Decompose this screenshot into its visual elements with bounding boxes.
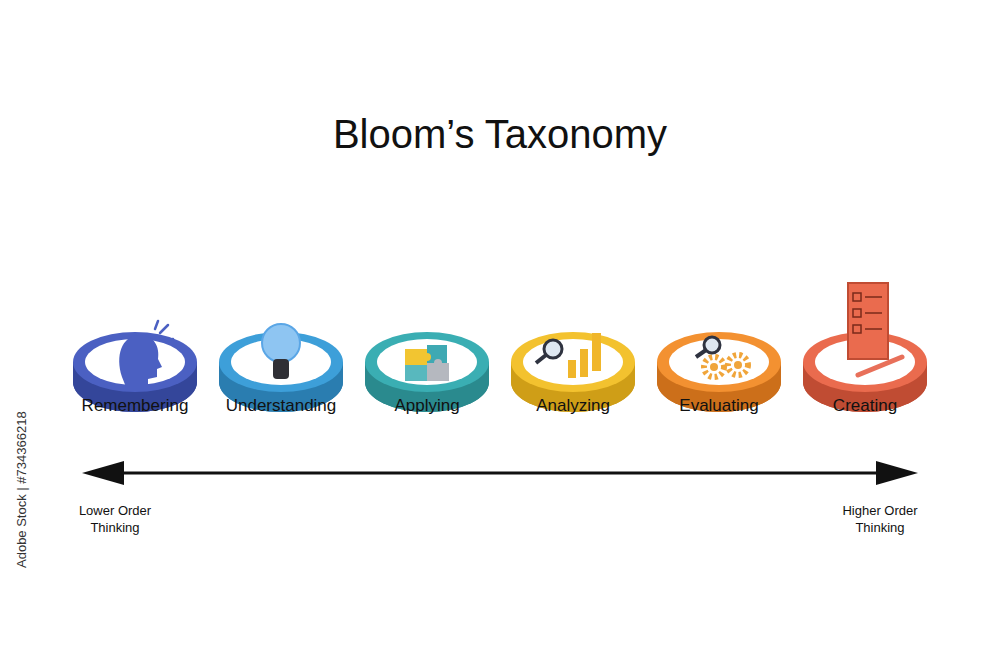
disc-shape (352, 275, 502, 385)
disc-shape (790, 275, 940, 385)
disc-shape (206, 275, 356, 385)
disc-shape (60, 275, 210, 385)
level-disc: Understanding (206, 275, 356, 425)
disc-shape (644, 275, 794, 385)
level-disc: Remembering (60, 275, 210, 425)
watermark: Adobe Stock | #734366218 (14, 412, 29, 569)
level-disc: Evaluating (644, 275, 794, 425)
disc-shape (498, 275, 648, 385)
level-label: Remembering (60, 396, 210, 416)
diagram-title: Bloom’s Taxonomy (0, 112, 1000, 157)
axis-end-label: Higher Order Thinking (825, 502, 935, 536)
level-label: Applying (352, 396, 502, 416)
axis-end-label: Lower Order Thinking (60, 502, 170, 536)
level-disc: Creating (790, 275, 940, 425)
level-label: Analyzing (498, 396, 648, 416)
level-label: Understanding (206, 396, 356, 416)
level-disc: Applying (352, 275, 502, 425)
level-label: Evaluating (644, 396, 794, 416)
level-disc: Analyzing (498, 275, 648, 425)
level-label: Creating (790, 396, 940, 416)
